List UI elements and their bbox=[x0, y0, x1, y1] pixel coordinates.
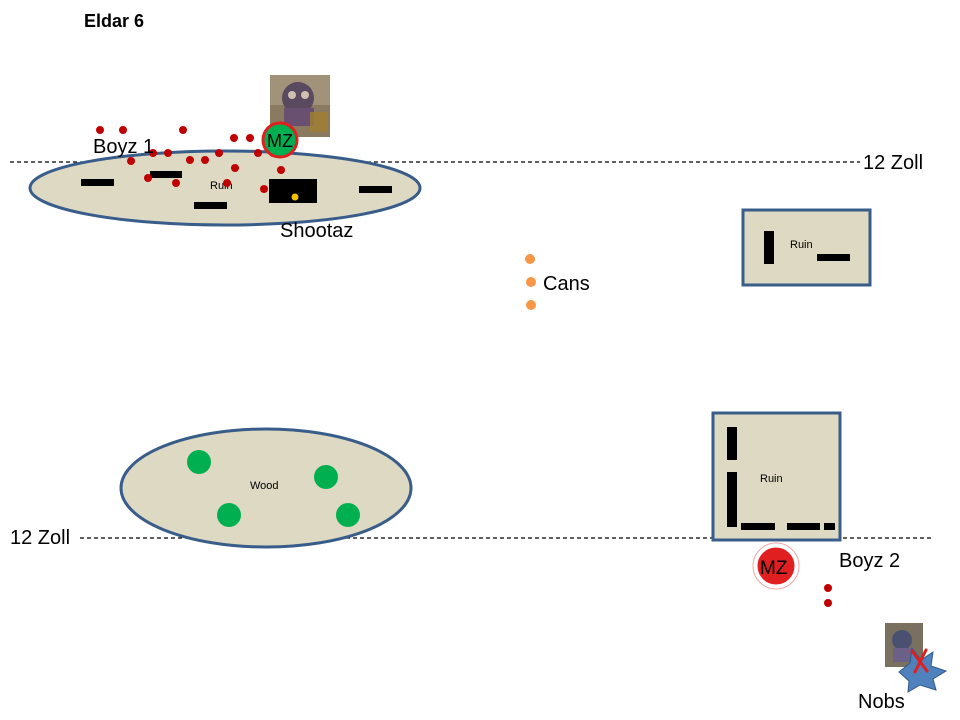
ruin-label-bottom-right: Ruin bbox=[760, 473, 783, 485]
ork-mek-portrait-icon bbox=[270, 75, 330, 137]
eldar-unit[interactable] bbox=[336, 503, 360, 527]
ruin-wall bbox=[727, 472, 737, 527]
eldar-unit[interactable] bbox=[217, 503, 241, 527]
ruin-label-top-right: Ruin bbox=[790, 239, 813, 251]
map-title: Eldar 6 bbox=[84, 11, 144, 31]
ork-model bbox=[223, 179, 231, 187]
ork-model[interactable] bbox=[824, 584, 832, 592]
ork-model bbox=[179, 126, 187, 134]
ruin-wall bbox=[817, 254, 850, 261]
mz-bottom-marker[interactable] bbox=[756, 546, 796, 586]
ork-model bbox=[230, 134, 238, 142]
nobs-label: Nobs bbox=[858, 691, 905, 713]
ruin-box-top-right[interactable] bbox=[741, 208, 872, 287]
cans-label: Cans bbox=[543, 273, 590, 295]
ork-model bbox=[215, 149, 223, 157]
ork-model bbox=[260, 185, 268, 193]
ork-model bbox=[231, 164, 239, 172]
deployment-line-top-label: 12 Zoll bbox=[863, 152, 923, 174]
ruin-wall bbox=[194, 202, 227, 209]
ruin-wall bbox=[81, 179, 114, 186]
ork-model bbox=[96, 126, 104, 134]
ork-model bbox=[119, 126, 127, 134]
can-model bbox=[526, 300, 536, 310]
ruin-wall bbox=[727, 427, 737, 460]
ork-model bbox=[172, 179, 180, 187]
ruin-wall bbox=[764, 231, 774, 264]
ork-model bbox=[127, 157, 135, 165]
eldar-unit[interactable] bbox=[314, 465, 338, 489]
ruin-wall bbox=[787, 523, 820, 530]
ork-model bbox=[277, 166, 285, 174]
eldar-unit[interactable] bbox=[187, 450, 211, 474]
ruin-wall bbox=[150, 171, 182, 178]
boyz2-label: Boyz 2 bbox=[839, 550, 900, 572]
ork-model bbox=[254, 149, 262, 157]
shootaz-marker bbox=[291, 193, 299, 201]
can-model bbox=[526, 277, 536, 287]
mz-bottom-label: MZ bbox=[760, 558, 788, 579]
boyz1-label: Boyz 1 bbox=[93, 136, 154, 158]
ork-model bbox=[201, 156, 209, 164]
cross-icon bbox=[910, 648, 929, 674]
ork-model bbox=[246, 134, 254, 142]
ork-model[interactable] bbox=[824, 599, 832, 607]
explosion-burst-icon bbox=[898, 646, 948, 693]
shootaz-label: Shootaz bbox=[280, 220, 353, 242]
ruin-ellipse-top[interactable] bbox=[28, 149, 422, 227]
ruin-wall bbox=[824, 523, 835, 530]
can-model bbox=[525, 254, 535, 264]
ruin-wall bbox=[741, 523, 775, 530]
wood-label: Wood bbox=[250, 480, 279, 492]
ruin-wall bbox=[359, 186, 392, 193]
ork-model bbox=[149, 149, 157, 157]
boyz1-models[interactable] bbox=[96, 126, 285, 193]
deployment-line-bottom-label: 12 Zoll bbox=[10, 527, 70, 549]
cans-models[interactable] bbox=[525, 254, 536, 310]
ork-model bbox=[164, 149, 172, 157]
mz-top-marker[interactable] bbox=[261, 121, 299, 159]
ork-model bbox=[186, 156, 194, 164]
ork-model bbox=[144, 174, 152, 182]
mz-top-label: MZ bbox=[267, 131, 293, 151]
